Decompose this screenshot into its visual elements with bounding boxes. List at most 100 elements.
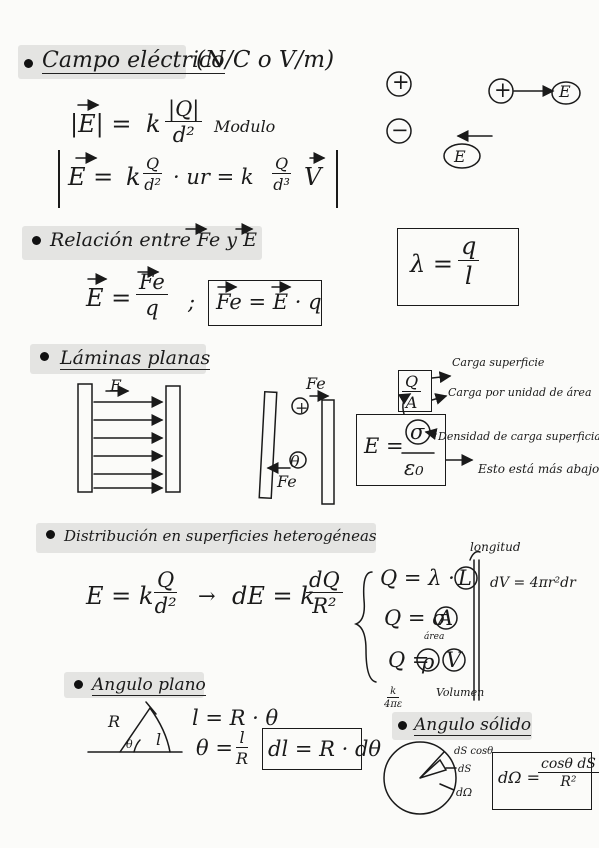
bullet-icon [32,236,41,245]
title-angulo-plano: Angulo plano [92,675,206,696]
field-e-in: E [454,147,466,166]
fe-top-label: Fe [306,374,326,393]
eq2-k: k [126,163,141,191]
eq1-note: Modulo [214,117,276,136]
title-distribucion: Distribución en superficies heterogéneas [64,527,377,545]
length-circle-icon [454,566,478,590]
note-carga-area: Carga por unidad de área [448,386,592,399]
eq2-den: d² [144,175,161,194]
positive-charge-circle-icon [386,71,412,97]
plate-field-label: E [110,376,122,395]
eq1-k: k [146,110,161,138]
cone-icon [419,758,448,779]
dist-eq-lhs: E = k [86,582,154,610]
note-densidad: Densidad de carga superficial [438,430,599,443]
eq2-v: V [304,163,322,191]
lambda-lhs: λ = [410,250,453,278]
k-frac-num: k [387,686,400,698]
arc-icon [149,707,171,753]
dl-boxed: dl = R · dθ [268,737,382,761]
field-e-circle-icon [551,81,581,105]
dist-eq-num: Q [154,568,178,593]
title-angulo-solido: Angulo sólido [414,715,532,736]
radius-line [119,707,151,753]
e-sigma-den: ε₀ [404,456,424,480]
q-over-a-box [398,370,432,412]
q2-note: área [424,632,445,642]
dist-arrow: → [198,584,216,608]
theta-fraction: l R [236,728,248,768]
charge-positive: + [392,70,410,94]
dist-eq-d: dE = k [232,582,315,610]
charge-positive-2: + [494,78,512,102]
fe-bottom-label: Fe [277,472,297,491]
eq1-fraction: |Q| d² [165,97,203,147]
sphere-icon [383,741,457,815]
domega-fraction: cosθ dS R² [538,756,599,790]
negative-charge-circle-icon [386,118,412,144]
l-eq: l = R · θ [192,706,279,730]
q2-var: A [438,606,454,630]
lambda-box [397,228,519,306]
highlight-angulo-plano [64,672,204,698]
dl-box [262,728,362,770]
field-e-circle-icon [443,143,481,169]
rho-circle-icon [416,648,440,672]
eq2-num2: Q [272,154,292,174]
domega-den: R² [560,774,577,790]
note-carga: Carga superficie [452,356,545,369]
q-over-a-num: Q [402,372,422,392]
ds-cos-label: dS cosθ [454,746,494,757]
eq2-lhs: E = [68,163,114,191]
highlight-relacion [22,226,262,260]
lambda-num: q [458,232,480,261]
domega-num: cosθ dS [538,756,599,773]
angle-l: l [156,730,162,749]
q1-lhs: Q = λ · [380,566,455,590]
q2-lhs: Q = σ [384,606,447,630]
title-campo-electrico: Campo eléctrico [42,48,225,74]
q3-var: V [446,648,462,672]
rel-sep: ; [188,290,196,314]
note-abajo: Esto está más abajo [478,462,599,476]
k-fraction: k 4πε [384,686,402,710]
angle-theta: θ [126,738,133,751]
rel-boxed: Fe = E · q [216,290,322,314]
q3-note: Volumen [436,686,485,699]
e-sigma-lhs: E = [364,434,404,458]
rel-eq-lhs: E = [86,284,132,312]
charge-negative: − [391,118,409,142]
eq2-box [58,150,338,208]
k-frac-den: 4πε [384,699,403,710]
positive-charge-circle-icon [488,78,514,104]
q-over-a-fraction: Q A [402,372,422,412]
domega-box [492,752,592,810]
eq1-den: d² [172,123,195,147]
bullet-icon [24,59,33,68]
q-over-a-den: A [405,393,418,412]
rel-eq-den: q [145,296,159,320]
theta-num: l [236,728,248,748]
eq2-num: Q [143,154,163,174]
title-laminas: Láminas planas [60,347,211,370]
eq2-den2: d³ [273,175,290,194]
positive-plate-icon [77,383,93,493]
positive-plate-icon [258,390,278,500]
q1-note: longitud [470,540,521,554]
bullet-icon [46,530,55,539]
eq2-fraction1: Q d² [143,154,163,194]
domega-label: dΩ [456,786,473,799]
field-e-out: E [559,82,571,101]
dist-eq-fraction: Q d² [154,568,178,618]
dist-eq-den: d² [154,594,177,618]
theta-charge: θ [290,452,300,471]
lambda-fraction: q l [458,232,480,290]
eq2-fraction2: Q d³ [272,154,292,194]
eq1-num: |Q| [165,97,203,122]
test-charge-circle-icon [289,451,307,469]
e-sigma-box [356,414,446,486]
q1-var: L [458,566,472,590]
dv-formula: dV = 4πr²dr [490,575,576,591]
negative-plate-icon [321,399,335,505]
